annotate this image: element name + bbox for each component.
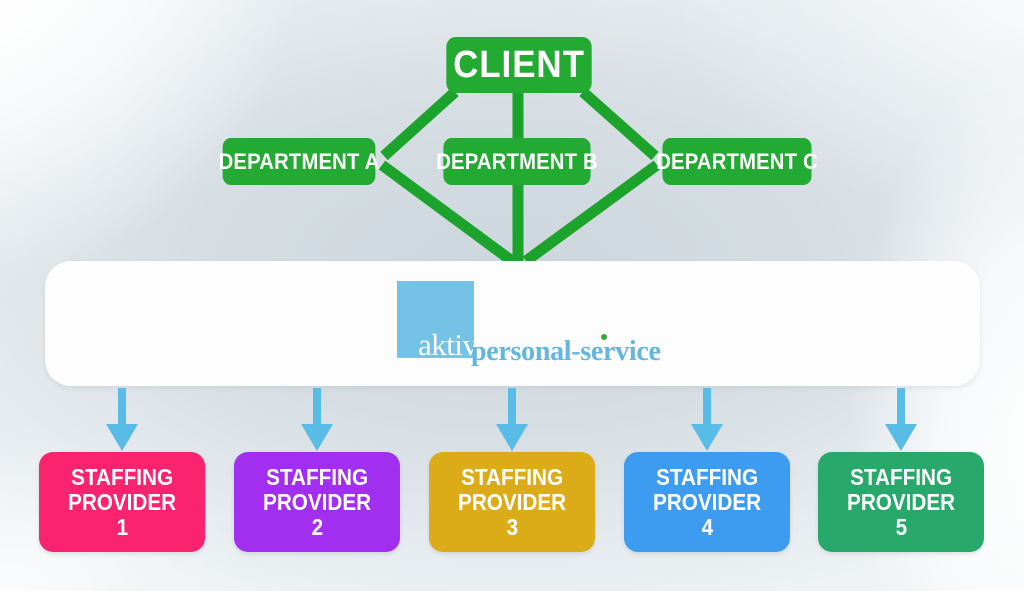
arrow-to-provider-2 <box>301 388 333 451</box>
agency-logo: aktiv personal-service <box>397 281 677 377</box>
node-department-b[interactable]: DEPARTMENT B <box>436 138 598 185</box>
provider-5-index: 5 <box>895 513 907 540</box>
provider-3-index: 3 <box>506 513 518 540</box>
agency-panel <box>45 261 980 386</box>
logo-word-personal-service: personal-service <box>471 336 661 367</box>
provider-box-4[interactable]: STAFFING PROVIDER 4 <box>624 452 790 552</box>
node-department-a-label: DEPARTMENT A <box>218 148 380 174</box>
arrow-to-provider-1 <box>106 388 138 451</box>
node-client-label: CLIENT <box>453 44 585 86</box>
provider-box-5[interactable]: STAFFING PROVIDER 5 <box>818 452 984 552</box>
logo-green-dot-icon <box>601 334 607 340</box>
node-department-c-label: DEPARTMENT C <box>656 148 818 174</box>
connector-client-to-dept-a <box>380 87 459 161</box>
connector-dept-c-to-agency <box>522 160 661 266</box>
provider-box-3[interactable]: STAFFING PROVIDER 3 <box>429 452 595 552</box>
connector-client-to-dept-c <box>579 87 659 161</box>
arrow-to-provider-4 <box>691 388 723 451</box>
connector-dept-a-to-agency <box>378 160 516 266</box>
arrow-to-provider-5 <box>885 388 917 451</box>
provider-3-name: STAFFING PROVIDER <box>457 463 567 515</box>
node-department-c[interactable]: DEPARTMENT C <box>656 138 818 185</box>
node-department-b-label: DEPARTMENT B <box>436 148 598 174</box>
provider-4-index: 4 <box>701 513 713 540</box>
provider-1-name: STAFFING PROVIDER <box>67 463 177 515</box>
provider-box-1[interactable]: STAFFING PROVIDER 1 <box>39 452 205 552</box>
provider-box-2[interactable]: STAFFING PROVIDER 2 <box>234 452 400 552</box>
node-client[interactable]: CLIENT <box>446 37 592 93</box>
logo-word-aktiv: aktiv <box>418 327 478 362</box>
logo-square-icon <box>397 281 474 358</box>
provider-2-index: 2 <box>311 513 323 540</box>
provider-5-name: STAFFING PROVIDER <box>846 463 956 515</box>
provider-4-name: STAFFING PROVIDER <box>652 463 762 515</box>
provider-2-name: STAFFING PROVIDER <box>262 463 372 515</box>
arrow-to-provider-3 <box>496 388 528 451</box>
node-department-a[interactable]: DEPARTMENT A <box>219 138 379 185</box>
provider-1-index: 1 <box>116 513 128 540</box>
